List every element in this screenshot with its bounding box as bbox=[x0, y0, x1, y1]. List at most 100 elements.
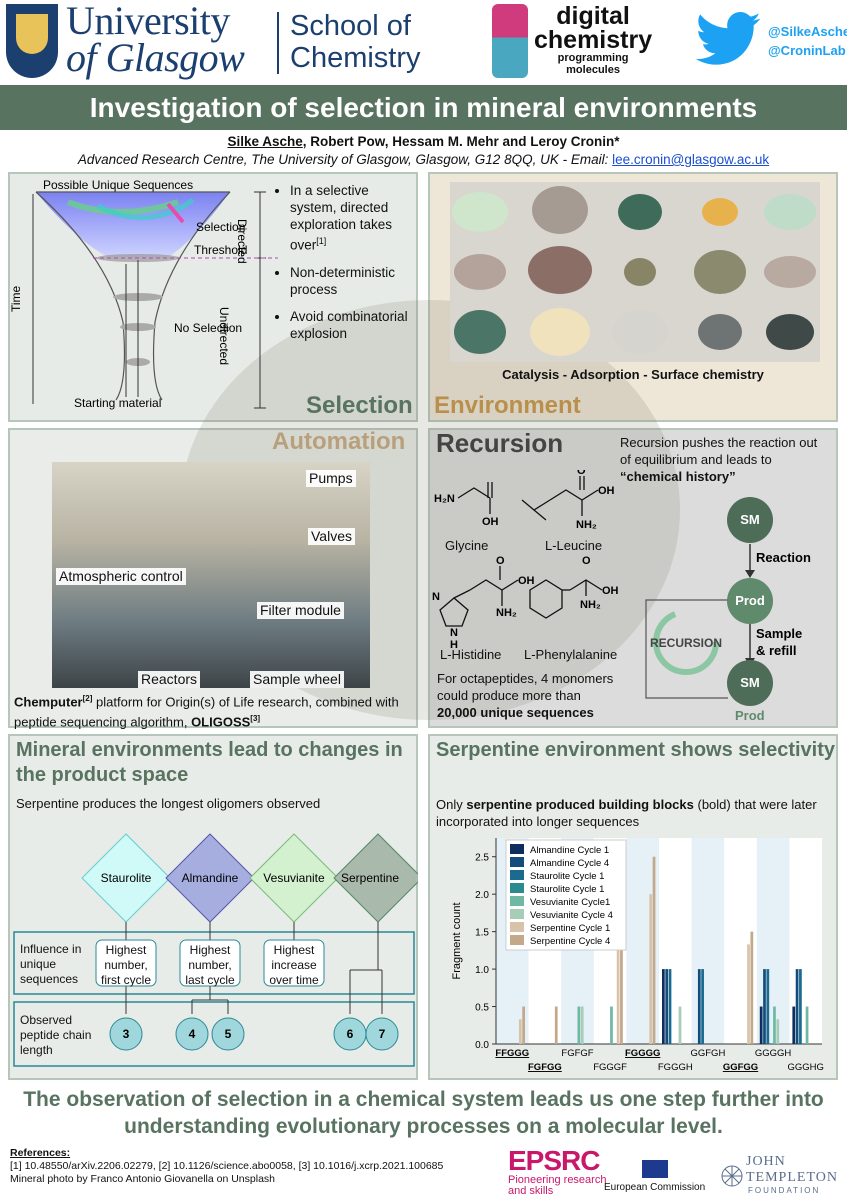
chart-bar bbox=[747, 944, 750, 1044]
school-name: School of Chemistry bbox=[290, 10, 421, 74]
recursion-cycle-diagram: Reaction Sample & refill RECURSION Prod bbox=[645, 544, 811, 723]
twitter-bird-icon[interactable] bbox=[695, 12, 761, 66]
mineral-vesuvianite: Vesuvianite bbox=[263, 871, 325, 885]
chart-band bbox=[691, 838, 725, 1044]
selection-bullet-2: Non-deterministic process bbox=[290, 264, 416, 298]
other-authors: , Robert Pow, Hessam M. Mehr and Leroy C… bbox=[302, 134, 620, 149]
legend-label: Staurolite Cycle 1 bbox=[530, 884, 604, 895]
chart-bar bbox=[805, 1006, 809, 1044]
digital-chemistry-logo: digital chemistry programming molecules bbox=[534, 2, 652, 77]
bullet1-ref: [1] bbox=[316, 236, 327, 246]
chart-xtick-label: FGFGG bbox=[528, 1062, 562, 1073]
svg-text:O: O bbox=[582, 555, 591, 567]
recursion-label: RECURSION bbox=[650, 636, 722, 650]
references-line1: [1] 10.48550/arXiv.2206.02279, [2] 10.11… bbox=[10, 1160, 444, 1172]
sm-node-top: SM bbox=[727, 497, 773, 543]
undirected-label: Undirected bbox=[217, 307, 231, 365]
university-line1: University bbox=[66, 0, 230, 43]
university-crest-logo bbox=[6, 4, 58, 78]
mol-phenylalanine: L-Phenylalanine bbox=[524, 647, 618, 662]
recursion-ring bbox=[653, 609, 719, 675]
dc-line1: digital bbox=[556, 2, 630, 30]
twitter-handle-2[interactable]: @CroninLab bbox=[768, 43, 846, 58]
mineral-heading: Mineral environments lead to changes in … bbox=[16, 739, 403, 786]
email-link[interactable]: lee.cronin@glasgow.ac.uk bbox=[612, 152, 770, 167]
university-line2: of Glasgow bbox=[66, 35, 245, 80]
twitter-handle-1[interactable]: @SilkeAsche bbox=[768, 24, 847, 39]
chart-bar bbox=[652, 856, 656, 1044]
chart-bar bbox=[763, 969, 766, 1044]
serpentine-subheading: Only serpentine produced building blocks… bbox=[436, 797, 817, 829]
chart-bar bbox=[795, 969, 799, 1044]
chart-xtick-label: FFGGG bbox=[495, 1048, 529, 1059]
dc-line3: programming bbox=[557, 52, 629, 64]
chart-ytick-label: 2.0 bbox=[475, 890, 489, 901]
authors: Silke Asche, Robert Pow, Hessam M. Mehr … bbox=[0, 134, 847, 149]
chart-xtick-label: FGFGF bbox=[561, 1048, 593, 1059]
svg-text:H₂N: H₂N bbox=[434, 493, 455, 505]
sample-label: Sample bbox=[756, 626, 802, 641]
automation-caption: Chemputer[2] platform for Origin(s) of L… bbox=[14, 694, 399, 730]
legend-swatch bbox=[510, 844, 524, 854]
legend-label: Staurolite Cycle 1 bbox=[530, 871, 604, 882]
label-reactors: Reactors bbox=[138, 671, 201, 688]
chart-bar bbox=[620, 894, 623, 1044]
chart-bar bbox=[792, 1006, 796, 1044]
chart-bar bbox=[773, 1006, 776, 1044]
environment-heading: Environment bbox=[434, 392, 581, 419]
label-pumps: Pumps bbox=[306, 470, 356, 487]
length-5 bbox=[211, 1017, 245, 1051]
mineral-staurolite: Staurolite bbox=[101, 871, 152, 885]
twitter-handles: @SilkeAsche @CroninLab bbox=[768, 22, 847, 60]
affiliation-text: Advanced Research Centre, The University… bbox=[77, 152, 613, 167]
selection-funnel-diagram: Possible Unique Sequences Selection Thre… bbox=[9, 178, 278, 410]
chart-xtick-label: GGGGH bbox=[755, 1048, 792, 1059]
svg-text:OH: OH bbox=[482, 516, 499, 528]
poster-title: Investigation of selection in mineral en… bbox=[0, 85, 847, 130]
label-valves: Valves bbox=[308, 528, 355, 545]
svg-text:N: N bbox=[450, 627, 458, 639]
chemputer-photo: Pumps Valves Atmospheric control Filter … bbox=[52, 462, 370, 688]
chart-bar bbox=[518, 1019, 522, 1044]
references-title: References: bbox=[10, 1147, 71, 1159]
recursion-heading: Recursion bbox=[436, 428, 564, 458]
chart-bar bbox=[776, 1019, 780, 1044]
label-sample-wheel: Sample wheel bbox=[250, 671, 344, 688]
chart-bar bbox=[759, 1006, 763, 1044]
svg-text:7: 7 bbox=[379, 1027, 386, 1041]
chart-bar bbox=[662, 969, 665, 1044]
mol-histidine: L-Histidine bbox=[440, 647, 502, 662]
chart-xtick-label: GGFGG bbox=[723, 1062, 758, 1073]
legend-label: Almandine Cycle 1 bbox=[530, 845, 609, 856]
selection-bullets: In a selective system, directed explorat… bbox=[276, 182, 416, 352]
svg-text:H: H bbox=[450, 639, 458, 651]
funnel-top-label: Possible Unique Sequences bbox=[43, 178, 193, 192]
epsrc-logo: EPSRC Pioneering research and skills bbox=[508, 1145, 607, 1197]
chart-bar bbox=[649, 894, 653, 1044]
svg-text:OH: OH bbox=[598, 485, 615, 497]
svg-text:O: O bbox=[496, 555, 505, 567]
chart-ytick-label: 1.5 bbox=[475, 928, 489, 939]
chart-xtick-label: GGGHG bbox=[787, 1062, 823, 1073]
templeton-star-icon bbox=[721, 1165, 743, 1187]
selection-bullet-3: Avoid combinatorial explosion bbox=[290, 308, 416, 342]
chart-xtick-label: FGGGH bbox=[658, 1062, 693, 1073]
header-divider bbox=[277, 12, 279, 74]
legend-label: Almandine Cycle 4 bbox=[530, 858, 609, 869]
recursion-bottom-text: For octapeptides, 4 monomers could produ… bbox=[437, 671, 614, 720]
selection-label: Selection bbox=[196, 220, 245, 234]
automation-heading: Automation bbox=[272, 428, 406, 455]
references: References: [1] 10.48550/arXiv.2206.0227… bbox=[10, 1147, 443, 1186]
svg-text:3: 3 bbox=[123, 1027, 130, 1041]
chart-xtick-label: GGFGH bbox=[690, 1048, 725, 1059]
serpentine-heading: Serpentine environment shows selectivity bbox=[436, 739, 836, 761]
school-line1: School of bbox=[290, 10, 411, 42]
label-filter: Filter module bbox=[257, 602, 344, 619]
row1-box-3: Highest increase over time bbox=[269, 943, 319, 987]
legend-label: Serpentine Cycle 1 bbox=[530, 923, 610, 934]
svg-text:4: 4 bbox=[189, 1027, 196, 1041]
chart-bar bbox=[665, 969, 669, 1044]
time-label: Time bbox=[9, 285, 23, 312]
references-line2: Mineral photo by Franco Antonio Giovanel… bbox=[10, 1173, 275, 1185]
